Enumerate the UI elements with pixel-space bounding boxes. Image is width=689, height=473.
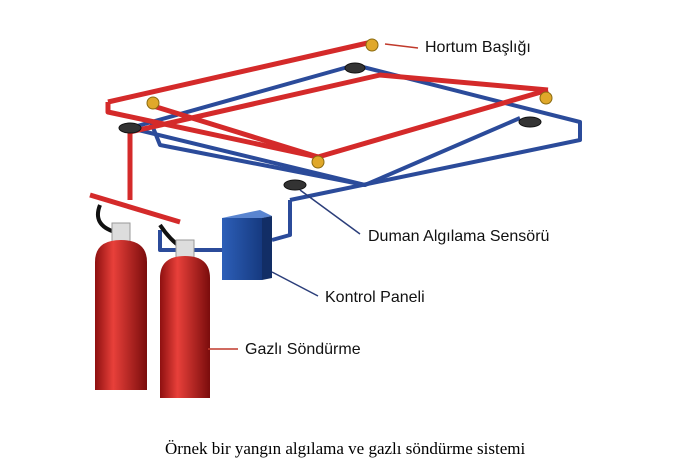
- label-nozzle: Hortum Başlığı: [425, 39, 531, 56]
- smoke-sensor-icon: [283, 179, 307, 191]
- gas-cylinders: [95, 222, 210, 398]
- nozzles: [146, 38, 553, 169]
- leader-lines: [208, 43, 419, 350]
- smoke-sensors: [118, 62, 542, 191]
- smoke-sensor-icon: [344, 62, 366, 74]
- smoke-sensor-icon: [118, 122, 142, 134]
- figure-caption: Örnek bir yangın algılama ve gazlı söndü…: [165, 439, 526, 458]
- control-panel-box: [222, 210, 272, 280]
- nozzle-icon: [311, 155, 325, 169]
- blue-detection-pipes: [129, 63, 582, 252]
- smoke-sensor-icon: [518, 116, 542, 128]
- red-suppression-pipes: [89, 39, 549, 225]
- nozzle-icon: [146, 96, 160, 110]
- nozzle-icon: [365, 38, 379, 52]
- label-control-panel: Kontrol Paneli: [325, 289, 425, 306]
- label-gas-suppression: Gazlı Söndürme: [245, 341, 361, 358]
- nozzle-icon: [539, 91, 553, 105]
- label-smoke-sensor: Duman Algılama Sensörü: [368, 228, 550, 245]
